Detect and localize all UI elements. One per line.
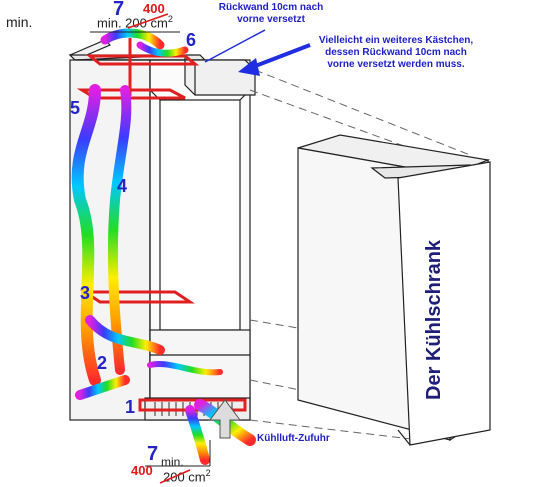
top-area-number: 7 <box>113 0 125 20</box>
bottom-area-number: 7 <box>147 443 159 465</box>
pointer-arrow <box>204 29 311 76</box>
bottom-area-label: 200 cm2 <box>163 468 211 484</box>
marker-6: 6 <box>186 30 197 50</box>
bottom-area-text: 200 cm <box>163 469 206 485</box>
marker-5: 5 <box>70 98 81 118</box>
bottom-area-red-value: 400 <box>131 463 153 478</box>
top-area-exponent: 2 <box>167 14 173 24</box>
marker-2: 2 <box>97 353 108 373</box>
top-left-min-label: min. <box>6 14 33 30</box>
rueckwand-note: Rückwand 10cm nach vorne versetzt <box>216 2 326 26</box>
fridge-label: Der Kühlschrank <box>423 239 445 400</box>
marker-3: 3 <box>80 283 91 303</box>
rueckwand-note-text: Rückwand 10cm nach vorne versetzt <box>218 2 324 25</box>
cool-air-label: Kühlluft-Zufuhr <box>257 433 330 444</box>
marker-1: 1 <box>125 397 136 417</box>
kaestchen-note-text: Vielleicht ein weiteres Kästchen, dessen… <box>318 35 474 70</box>
top-area-text: min. 200 cm <box>97 15 168 31</box>
top-area-red-value: 400 <box>143 1 165 16</box>
cool-air-arrow <box>209 399 241 439</box>
kaestchen-note: Vielleicht ein weiteres Kästchen, dessen… <box>312 35 480 71</box>
fridge <box>297 134 491 446</box>
bottom-area-exponent: 2 <box>205 468 211 478</box>
area-brackets <box>90 31 211 467</box>
top-area-label: min. 200 cm2 <box>97 14 173 30</box>
marker-4: 4 <box>117 176 128 196</box>
bottom-min-label: min. <box>161 455 184 469</box>
